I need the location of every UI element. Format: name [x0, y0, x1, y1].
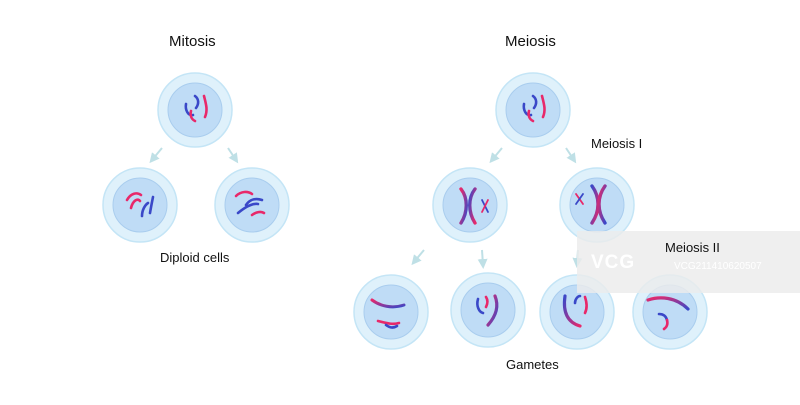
- arrow-down-icon: [565, 147, 577, 164]
- cell-meiosis-parent: [495, 72, 571, 148]
- cell-gamete-2: [450, 272, 526, 348]
- cell-meiosis-i-right: [559, 167, 635, 243]
- cell-mitosis-daughter-right: [214, 167, 290, 243]
- watermark-panel: [577, 231, 800, 293]
- cell-mitosis-parent: [157, 72, 233, 148]
- arrow-down-icon: [227, 147, 239, 164]
- cell-gamete-1: [353, 274, 429, 350]
- arrow-down-icon: [477, 249, 488, 269]
- meiosis-ii-label: Meiosis II: [665, 240, 720, 255]
- gametes-label: Gametes: [506, 357, 559, 372]
- mitosis-title: Mitosis: [169, 33, 216, 50]
- arrow-down-icon: [149, 147, 163, 164]
- cell-meiosis-i-left: [432, 167, 508, 243]
- cell-gamete-4: [632, 274, 708, 350]
- cell-mitosis-daughter-left: [102, 167, 178, 243]
- arrow-down-icon: [489, 147, 503, 164]
- diploid-cells-label: Diploid cells: [160, 250, 230, 265]
- meiosis-i-label: Meiosis I: [591, 136, 643, 151]
- meiosis-title: Meiosis: [505, 33, 556, 50]
- vcg-logo-icon: VCG: [591, 252, 636, 273]
- arrow-down-icon: [411, 249, 425, 266]
- watermark-id: VCG211410620507: [674, 261, 762, 272]
- cell-gamete-3: [539, 274, 615, 350]
